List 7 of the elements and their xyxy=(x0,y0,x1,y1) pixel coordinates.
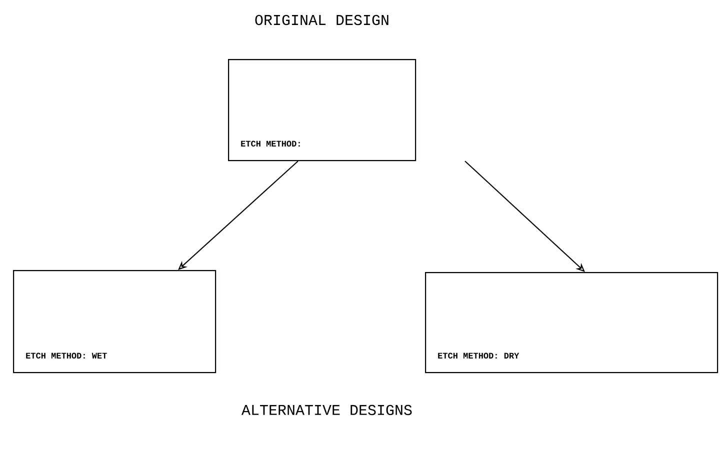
design-box: ETCH METHOD: DRY xyxy=(425,272,718,374)
arrow xyxy=(178,160,298,270)
design-box: ETCH METHOD: WET xyxy=(13,270,216,374)
title: ORIGINAL DESIGN xyxy=(255,14,388,26)
section-label: ALTERNATIVE DESIGNS xyxy=(242,404,412,416)
design-box: ETCH METHOD: xyxy=(228,59,416,162)
arrow xyxy=(464,160,585,272)
